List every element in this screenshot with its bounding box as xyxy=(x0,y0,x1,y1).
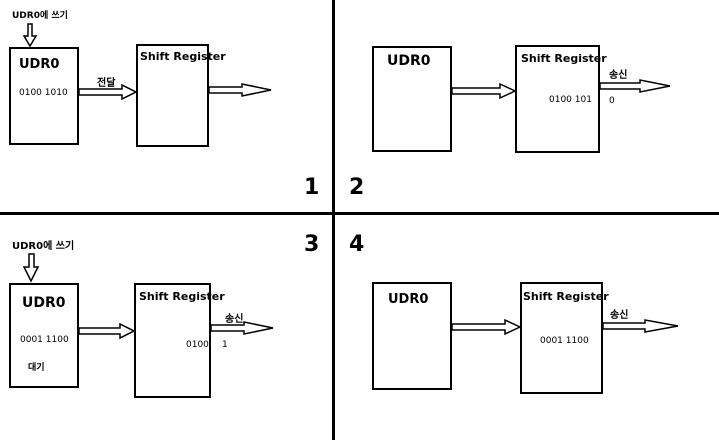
vertical-divider xyxy=(332,0,335,440)
p1-shift-box xyxy=(136,44,209,147)
p3-panel-number: 3 xyxy=(304,232,320,257)
p2-shift-title: Shift Register xyxy=(521,52,607,65)
p2-send-label: 송신 xyxy=(609,70,628,81)
p1-write-arrow xyxy=(22,23,38,48)
p3-out-arrow xyxy=(210,321,274,335)
horizontal-divider xyxy=(0,212,719,215)
p1-udr0-box xyxy=(9,47,79,145)
p2-panel-number: 2 xyxy=(349,175,365,200)
p2-out-arrow xyxy=(599,79,671,93)
p3-udr0-title: UDR0 xyxy=(22,295,66,311)
p1-transfer-arrow xyxy=(78,83,138,101)
p4-udr0-box xyxy=(372,282,452,390)
p2-udr0-box xyxy=(372,46,452,152)
p1-udr0-value: 0100 1010 xyxy=(19,88,68,98)
p1-out-arrow xyxy=(208,83,272,97)
p2-udr0-title: UDR0 xyxy=(387,53,431,69)
p4-shift-title: Shift Register xyxy=(523,290,609,303)
p3-shift-title: Shift Register xyxy=(139,290,225,303)
p1-shift-title: Shift Register xyxy=(140,50,226,63)
p4-udr0-title: UDR0 xyxy=(388,292,429,307)
p3-wait-label: 대기 xyxy=(28,363,45,373)
p4-send-label: 송신 xyxy=(610,310,629,321)
p3-shift-box xyxy=(134,283,211,398)
p1-panel-number: 1 xyxy=(304,175,320,200)
p1-transfer-label: 전달 xyxy=(97,78,116,89)
p3-udr0-value: 0001 1100 xyxy=(20,335,69,345)
p1-udr0-title: UDR0 xyxy=(19,57,60,72)
p4-out-arrow xyxy=(602,319,679,333)
p3-send-label: 송신 xyxy=(225,314,244,325)
p2-shift-box xyxy=(515,45,600,153)
p2-sent-bit: 0 xyxy=(609,96,615,106)
p3-transfer-arrow xyxy=(78,322,136,340)
p2-shift-value: 0100 101 xyxy=(549,95,592,105)
p1-write-label: UDR0에 쓰기 xyxy=(12,11,68,21)
p2-transfer-arrow xyxy=(451,82,517,100)
p4-shift-box xyxy=(520,282,603,394)
p4-shift-value: 0001 1100 xyxy=(540,336,589,346)
p3-shift-value: 0100 xyxy=(186,340,209,350)
p4-transfer-arrow xyxy=(451,318,522,336)
p3-write-label: UDR0에 쓰기 xyxy=(12,241,75,252)
p3-udr0-box xyxy=(9,283,79,388)
p3-sent-bit: 1 xyxy=(222,340,228,350)
p3-write-arrow xyxy=(22,253,40,283)
p4-panel-number: 4 xyxy=(349,232,365,257)
